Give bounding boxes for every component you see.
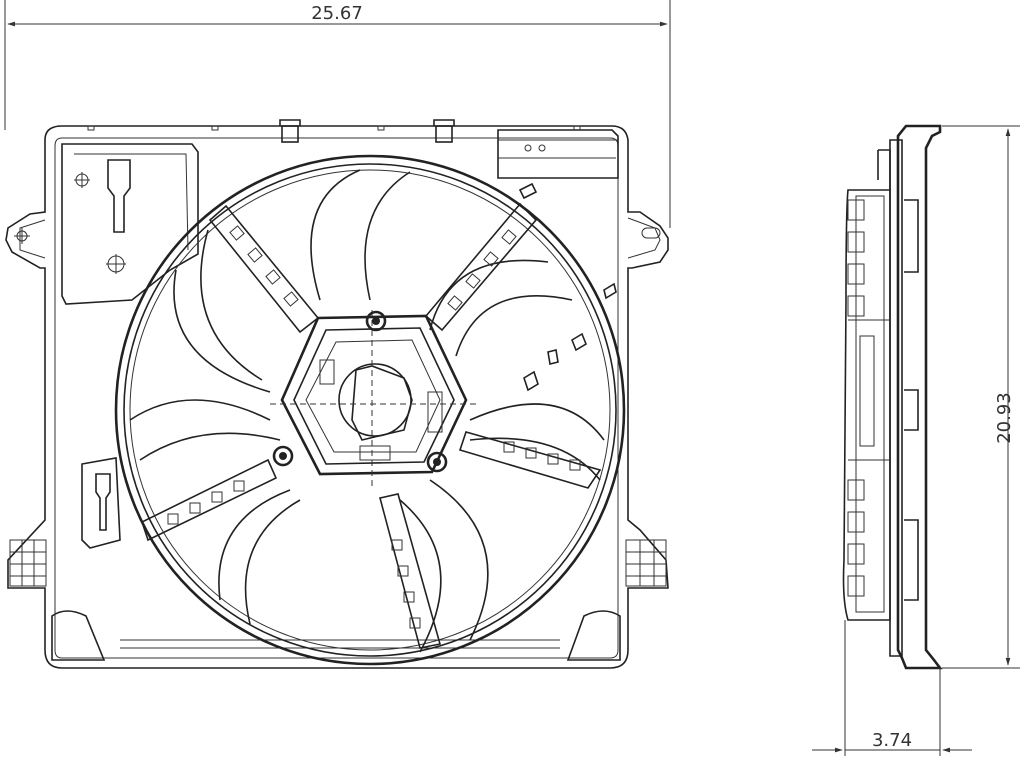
front-view bbox=[5, 119, 669, 669]
width-dimension-label: 25.67 bbox=[311, 3, 363, 24]
side-view bbox=[842, 124, 943, 670]
depth-dimension-label: 3.74 bbox=[872, 730, 912, 751]
width-dimension: 25.67 bbox=[4, 0, 671, 228]
height-dimension: 20.93 bbox=[942, 125, 1020, 669]
fan-blades bbox=[129, 169, 605, 653]
depth-dimension: 3.74 bbox=[812, 620, 972, 756]
height-dimension-label: 20.93 bbox=[994, 392, 1015, 444]
fan-spokes bbox=[141, 202, 602, 649]
hub-bolts bbox=[272, 310, 448, 473]
